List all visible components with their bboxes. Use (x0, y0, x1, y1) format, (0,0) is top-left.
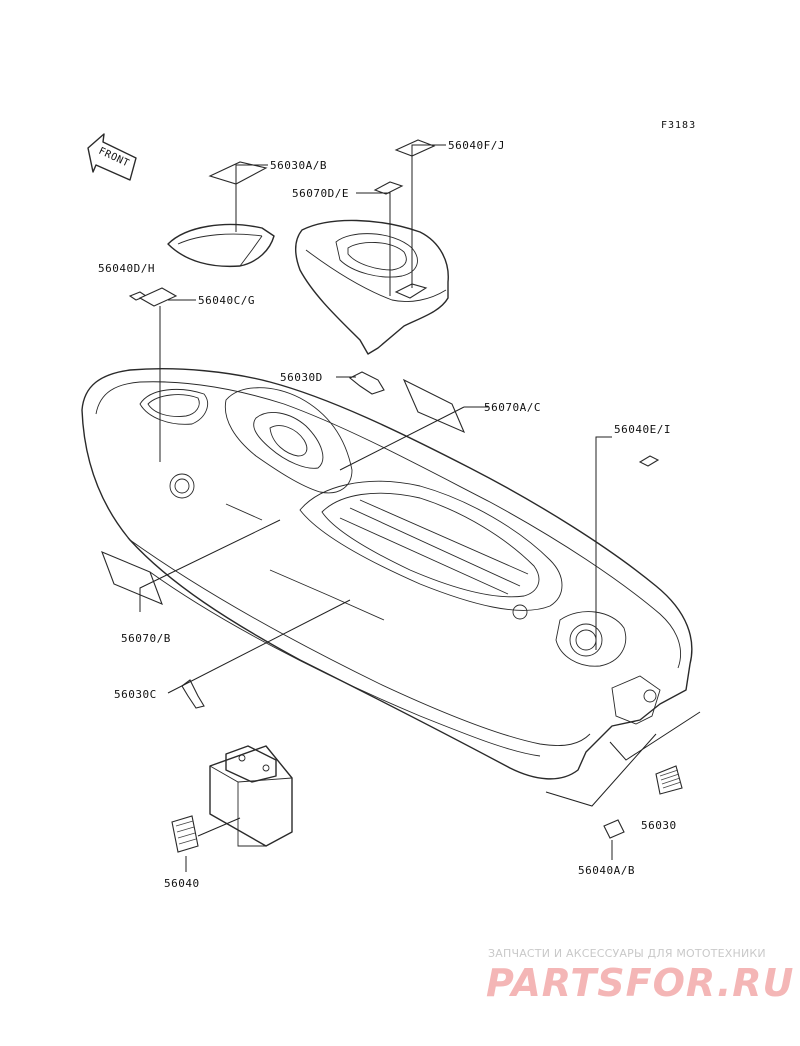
callout-56070de: 56070D/E (292, 187, 349, 200)
leader-lines (139, 144, 701, 872)
callout-56040: 56040 (164, 877, 200, 890)
decal-56040ei-part (638, 455, 660, 467)
battery-part (209, 745, 293, 847)
engine-hood-part (295, 219, 449, 355)
callout-56040ab: 56040A/B (578, 864, 635, 877)
front-arrow-icon: FRONT (87, 133, 137, 181)
decal-56040-part (171, 815, 199, 853)
decal-56030c-part (181, 679, 205, 709)
seat-cover-part (167, 223, 275, 268)
front-label: FRONT (97, 146, 131, 170)
figure-id: F3183 (661, 120, 697, 131)
callout-56070b: 56070/B (121, 632, 171, 645)
decal-56030d-part (348, 371, 385, 395)
decal-56030-hatch (659, 769, 682, 789)
hood-inset-decal (394, 283, 428, 299)
decal-56040ab-part (603, 819, 625, 839)
callout-56040dh: 56040D/H (98, 262, 155, 275)
callout-56030: 56030 (641, 819, 677, 832)
hull-part (81, 368, 693, 780)
callout-56030ab: 56030A/B (270, 159, 327, 172)
watermark-logo: PARTSFOR.RU (486, 961, 795, 1005)
callout-56070ac: 56070A/C (484, 401, 541, 414)
decal-56040fj-part (394, 139, 436, 157)
callout-56040cg: 56040C/G (198, 294, 255, 307)
decal-56070b-part (101, 551, 163, 605)
decal-56040cg-part (138, 287, 178, 307)
callout-56030d: 56030D (280, 371, 323, 384)
callout-56030c: 56030C (114, 688, 157, 701)
decal-56040-hatch (175, 820, 197, 845)
decal-56070ac-part (402, 378, 466, 434)
watermark-caption: ЗАПЧАСТИ И АКСЕССУАРЫ ДЛЯ МОТОТЕХНИКИ (488, 947, 766, 960)
callout-56040ei: 56040E/I (614, 423, 671, 436)
callout-56040fj: 56040F/J (448, 139, 505, 152)
decal-56070de-part (373, 181, 404, 195)
decal-56030-part (655, 765, 683, 795)
decal-56030ab-part (208, 161, 268, 185)
